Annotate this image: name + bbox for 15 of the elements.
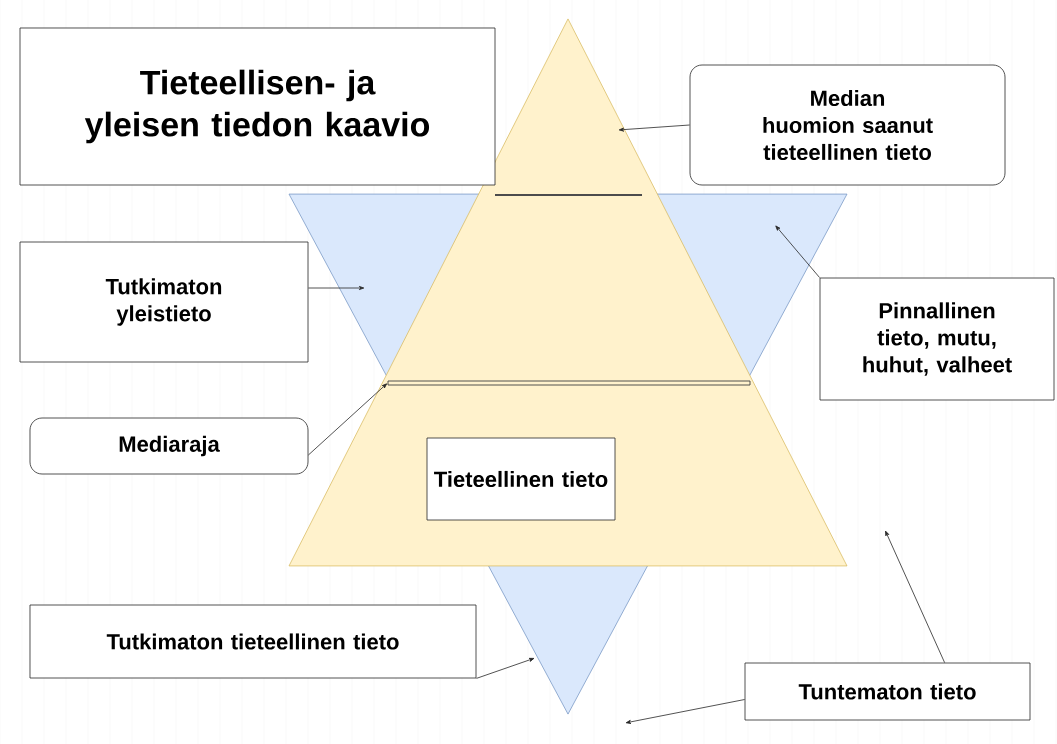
label-box: Tieteellinen tieto [426,437,616,521]
arrow [476,657,535,679]
callout-box: Tutkimaton yleistieto [19,241,309,363]
callout-box: Tutkimaton tieteellinen tieto [29,604,477,679]
arrow [308,383,388,456]
arrow [625,699,745,724]
callout-box: Median huomion saanut tieteellinen tieto [689,64,1006,186]
arrow [618,124,690,132]
title-box: Tieteellisen- ja yleisen tiedon kaavio [19,27,496,186]
arrow [775,225,820,278]
callout-box: Pinnallinen tieto, mutu, huhut, valheet [819,277,1055,401]
callout-box: Tuntematon tieto [744,662,1031,721]
arrow [885,530,945,663]
callout-box: Mediaraja [29,417,309,475]
arrow [308,286,365,290]
